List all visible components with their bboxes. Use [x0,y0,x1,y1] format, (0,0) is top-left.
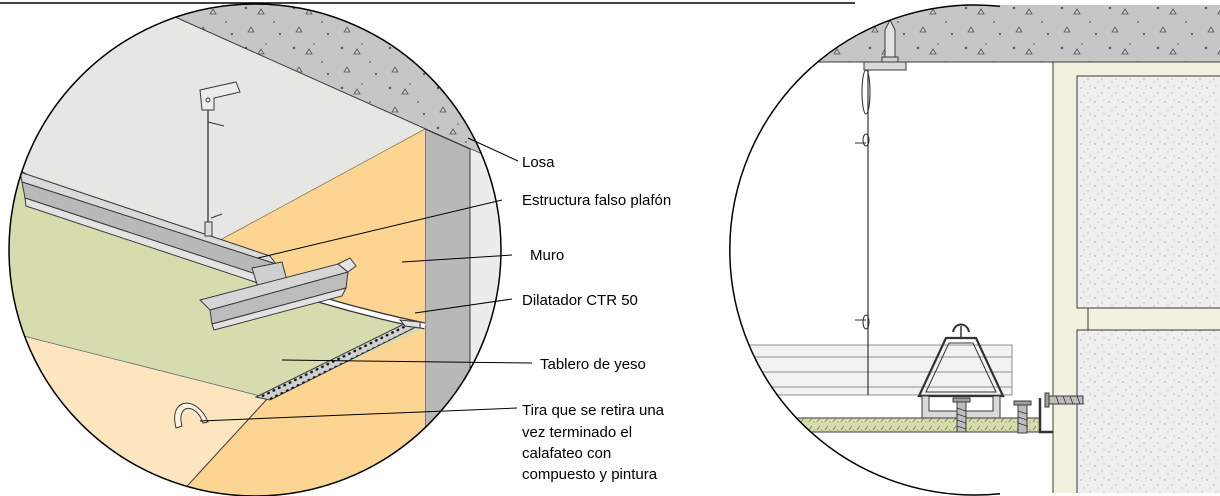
leader-dilatador [414,298,513,314]
hanger-angle-bracket [199,81,241,111]
label-tira-line-3: calafateo con [522,445,611,462]
clip-hook [952,323,970,333]
finish-edge-line [177,397,269,496]
screw-threads [1017,410,1028,427]
perimeter-angle [1038,398,1053,434]
label-tira-line-1: Tira que se retira una [522,402,665,419]
stacked-board-3 [739,371,1013,388]
left-isometric-detail [9,4,501,496]
stacked-board-2 [739,356,1013,373]
leader-tablero [281,359,533,364]
expansion-strip-end-flange [398,319,421,329]
screw-threads [956,407,967,430]
leader-muro [401,254,513,263]
trapezoid-hanger-clip-inner [925,342,997,393]
hanger-bracket-hole [205,97,211,103]
label-muro: Muro [530,247,564,264]
anchor-angle-bracket [863,61,907,71]
expansion-strip-perforations [256,323,420,400]
label-losa: Losa [522,154,555,171]
section-slab-texture [730,5,1220,62]
label-tablero-de-yeso: Tablero de yeso [540,356,646,373]
wall-screw-head [1044,392,1050,408]
label-estructura-falso-plafon: Estructura falso plafón [522,192,671,209]
secondary-channel-end-tab [337,257,357,273]
slab-anchor [884,18,896,63]
removable-tear-strip [174,402,209,429]
concrete-wall-block-lower-texture [1077,330,1220,495]
section-channel-profile [921,395,1001,419]
leader-tira [199,407,518,422]
hanger-wire-twist-loop [862,133,870,147]
stacked-board-4 [739,386,1013,396]
hanger-clip [204,221,213,237]
ceiling-gypsum-board-hatch [740,418,1040,432]
label-dilatador: Dilatador CTR 50 [522,292,638,309]
label-tira-line-4: compuesto y pintura [522,466,658,483]
wall-screw-threads [1055,395,1081,405]
stacked-board-1 [739,344,1013,358]
label-tira-line-2: vez terminado el [522,424,632,441]
wall-screw-shank [1048,395,1084,405]
slab-edge-line [136,4,501,181]
screw-shank [1017,404,1028,434]
wall-thickness-strip [424,128,471,496]
concrete-wall-block-upper-texture [1077,76,1220,308]
secondary-channel-lower-lip [211,287,347,331]
right-detail-circle-outline [729,4,1001,496]
hanger-wire-loop [861,69,871,115]
leader-estructura [257,199,503,259]
hanger-wire-twist-loop [862,314,870,330]
right-section-detail [730,5,1220,495]
screw-head [1013,400,1032,406]
trapezoid-hanger-clip [917,336,1005,398]
hanger-wire-twist [207,121,225,127]
screw-head [952,397,971,403]
leader-losa [467,137,519,162]
hanger-wire-twist [210,213,223,219]
gypsum-board-lower-edge [9,329,269,399]
left-detail-circle-outline [8,3,502,496]
